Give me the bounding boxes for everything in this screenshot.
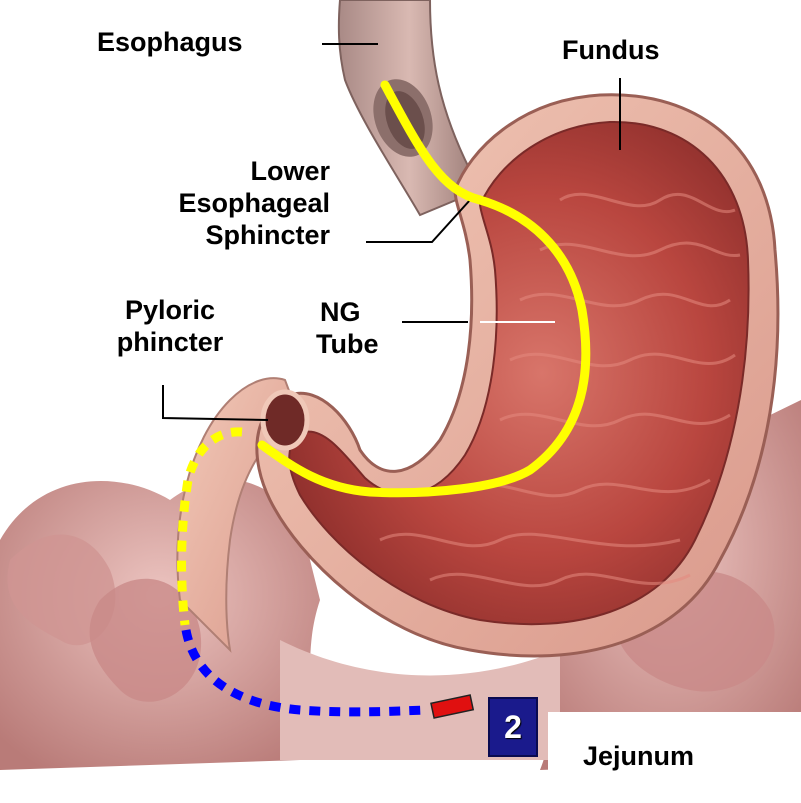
les-label-line2: Esophageal [110,187,330,219]
esophagus-label: Esophagus [97,26,243,58]
pyloric-label: Pyloric phincter [90,294,250,358]
step-number-badge: 2 [488,697,538,757]
les-label-line3: Sphincter [110,219,330,251]
ng-tube-label-line1: NG [316,296,379,328]
pyloric-label-line2: phincter [90,326,250,358]
fundus-label: Fundus [562,34,659,66]
pyloric-label-line1: Pyloric [90,294,250,326]
ng-tube-label: NG Tube [316,296,379,360]
jejunum-label: Jejunum [583,740,694,772]
les-label: Lower Esophageal Sphincter [110,155,330,251]
les-label-line1: Lower [110,155,330,187]
stomach-organ [257,95,778,656]
ng-tube-label-line2: Tube [316,328,379,360]
